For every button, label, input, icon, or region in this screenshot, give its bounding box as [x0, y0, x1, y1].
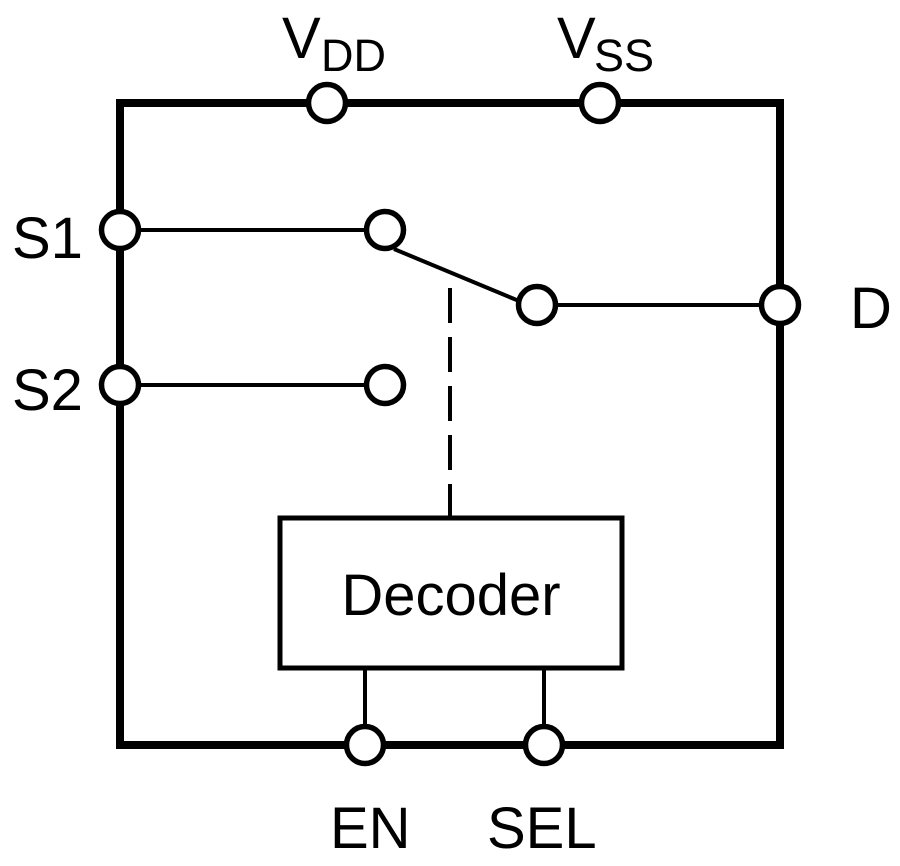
s1-label: S1 [12, 206, 83, 271]
en-label: EN [330, 796, 411, 861]
pin-en-circle [343, 723, 387, 767]
d-label: D [850, 276, 892, 341]
pin-vdd-circle [305, 81, 349, 125]
s2-label: S2 [12, 358, 83, 423]
switch-contact-s1-circle [363, 208, 407, 252]
switch-pole-circle [515, 283, 559, 327]
pin-d-circle [758, 283, 802, 327]
decoder-box [277, 515, 625, 671]
switch-contact-s2-circle [363, 363, 407, 407]
sel-label: SEL [487, 796, 597, 861]
vdd-label-subscript: DD [321, 30, 386, 81]
pin-vss-circle [578, 81, 622, 125]
vss-label-subscript: SS [594, 30, 654, 81]
pin-s1-circle [98, 208, 142, 252]
pin-sel-circle [522, 723, 566, 767]
vss-label-base: V [557, 6, 596, 71]
vdd-label-base: V [282, 6, 321, 71]
decoder-label: Decoder [341, 563, 560, 628]
wire-switch-pole-diagonal [393, 247, 520, 303]
pin-s2-circle [98, 363, 142, 407]
ic-outline [116, 99, 784, 749]
